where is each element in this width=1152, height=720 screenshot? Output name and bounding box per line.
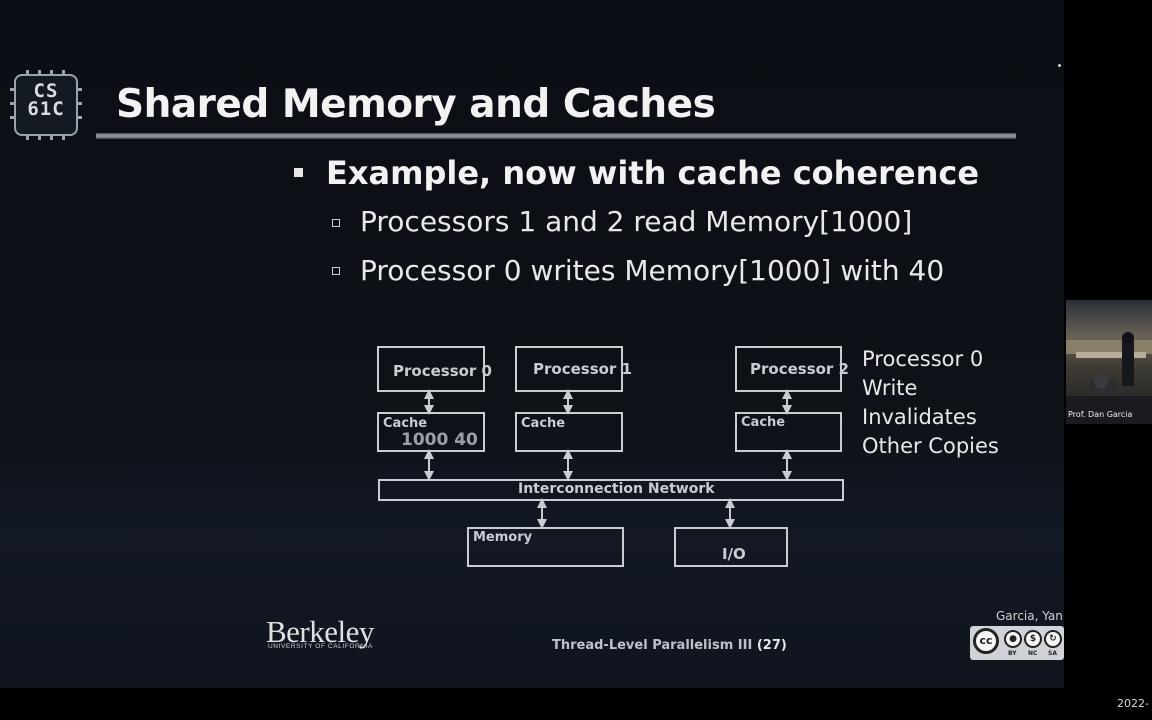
processor-0-box: Processor 0 bbox=[377, 346, 492, 392]
license-tag-by: BY bbox=[1008, 650, 1017, 657]
interconnection-network-box: Interconnection Network bbox=[378, 479, 844, 501]
processor-1-box: Processor 1 bbox=[515, 346, 632, 392]
cache-1-box: Cache bbox=[515, 412, 623, 452]
cache-0-box: Cache 1000 40 bbox=[377, 412, 485, 452]
sub-bullet-2: Processor 0 writes Memory[1000] with 40 bbox=[360, 254, 945, 287]
title-divider bbox=[96, 133, 1016, 139]
berkeley-logo: Berkeley bbox=[266, 614, 374, 649]
processor-2-label: Processor 2 bbox=[750, 360, 849, 378]
berkeley-logo-subtitle: UNIVERSITY OF CALIFORNIA bbox=[268, 643, 373, 650]
cache-0-value: 1000 40 bbox=[401, 430, 478, 450]
author-credit: Garcia, Yan bbox=[996, 609, 1063, 623]
cache-1-label: Cache bbox=[521, 416, 566, 431]
diagram-arrows bbox=[424, 389, 792, 529]
cache-2-box: Cache bbox=[735, 412, 842, 452]
note-line: Invalidates bbox=[862, 405, 977, 429]
nc-dollar-icon: $ bbox=[1024, 630, 1042, 648]
lecture-title: Thread-Level Parallelism III bbox=[552, 638, 753, 653]
note-line: Processor 0 bbox=[862, 347, 984, 371]
slide-number: (27) bbox=[756, 638, 787, 653]
note-line: Other Copies bbox=[862, 434, 999, 458]
cs61c-chip-logo: CS 61C bbox=[10, 70, 82, 140]
by-person-icon: ● bbox=[1004, 630, 1022, 648]
memory-box: Memory bbox=[467, 527, 624, 567]
slide: CS 61C Shared Memory and Caches Example,… bbox=[0, 0, 1064, 688]
sub-bullet-1: Processors 1 and 2 read Memory[1000] bbox=[360, 205, 913, 238]
note-line: Write bbox=[862, 376, 918, 400]
sub-bullet-square-icon bbox=[332, 267, 340, 275]
webcam-name-label: Prof. Dan Garcia bbox=[1068, 410, 1133, 419]
webcam-feed: Prof. Dan Garcia bbox=[1066, 300, 1152, 424]
license-tag-nc: NC bbox=[1028, 650, 1038, 657]
logo-text-61c: 61C bbox=[27, 98, 65, 120]
creative-commons-badge: cc ● $ ↻ BY NC SA bbox=[970, 626, 1064, 660]
processor-2-box: Processor 2 bbox=[735, 346, 849, 392]
sub-bullet-square-icon bbox=[332, 219, 340, 227]
slide-title: Shared Memory and Caches bbox=[116, 82, 716, 127]
date-stamp: 2022- bbox=[1117, 697, 1149, 710]
io-box: I/O bbox=[674, 527, 788, 567]
slide-footer: Thread-Level Parallelism III (27) bbox=[552, 638, 787, 653]
interconnection-network-label: Interconnection Network bbox=[518, 481, 715, 497]
processor-0-label: Processor 0 bbox=[393, 362, 492, 380]
cache-2-label: Cache bbox=[741, 415, 786, 430]
decorative-dot bbox=[1058, 64, 1061, 67]
bullet-square-icon bbox=[294, 168, 303, 177]
cc-icon: cc bbox=[973, 628, 999, 654]
io-label: I/O bbox=[722, 545, 746, 563]
processor-1-label: Processor 1 bbox=[533, 360, 632, 378]
main-bullet: Example, now with cache coherence bbox=[326, 154, 980, 192]
webcam-scene bbox=[1066, 332, 1152, 424]
license-tag-sa: SA bbox=[1048, 650, 1057, 657]
invalidation-note: Processor 0 Write Invalidates Other Copi… bbox=[862, 345, 999, 461]
memory-label: Memory bbox=[473, 530, 533, 545]
logo-text-cs: CS bbox=[33, 80, 59, 102]
sa-share-icon: ↻ bbox=[1044, 630, 1062, 648]
cache-0-label: Cache bbox=[383, 416, 428, 431]
